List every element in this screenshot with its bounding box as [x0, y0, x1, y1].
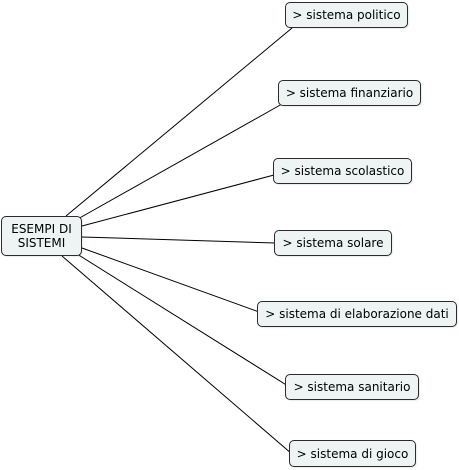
node-sistema-finanziario[interactable]: > sistema finanziario — [278, 80, 421, 106]
node-sistema-solare[interactable]: > sistema solare — [274, 230, 392, 256]
node-sistema-politico[interactable]: > sistema politico — [285, 2, 408, 28]
node-sistema-elaborazione-dati[interactable]: > sistema di elaborazione dati — [257, 301, 457, 327]
connector-politico — [65, 27, 293, 217]
root-label-line2: SISTEMI — [17, 236, 66, 250]
node-sistema-sanitario[interactable]: > sistema sanitario — [285, 374, 419, 400]
connector-elaborazione — [81, 247, 263, 314]
connector-gioco — [61, 255, 293, 455]
connector-solare — [81, 236, 277, 244]
node-label: > sistema finanziario — [285, 86, 414, 100]
node-sistema-di-gioco[interactable]: > sistema di gioco — [289, 440, 416, 467]
node-label: > sistema scolastico — [280, 164, 405, 178]
node-label: > sistema solare — [282, 236, 384, 250]
node-label: > sistema sanitario — [293, 380, 411, 394]
node-sistema-scolastico[interactable]: > sistema scolastico — [273, 158, 412, 184]
connector-finanziario — [75, 103, 283, 221]
root-label-line1: ESEMPI DI — [11, 222, 72, 236]
connector-sanitario — [76, 253, 289, 387]
connector-scolastico — [81, 174, 275, 227]
node-label: > sistema di elaborazione dati — [265, 307, 449, 321]
root-label: ESEMPI DI SISTEMI — [11, 222, 72, 250]
node-label: > sistema politico — [292, 8, 401, 22]
root-node[interactable]: ESEMPI DI SISTEMI — [1, 216, 82, 256]
node-label: > sistema di gioco — [296, 446, 409, 461]
